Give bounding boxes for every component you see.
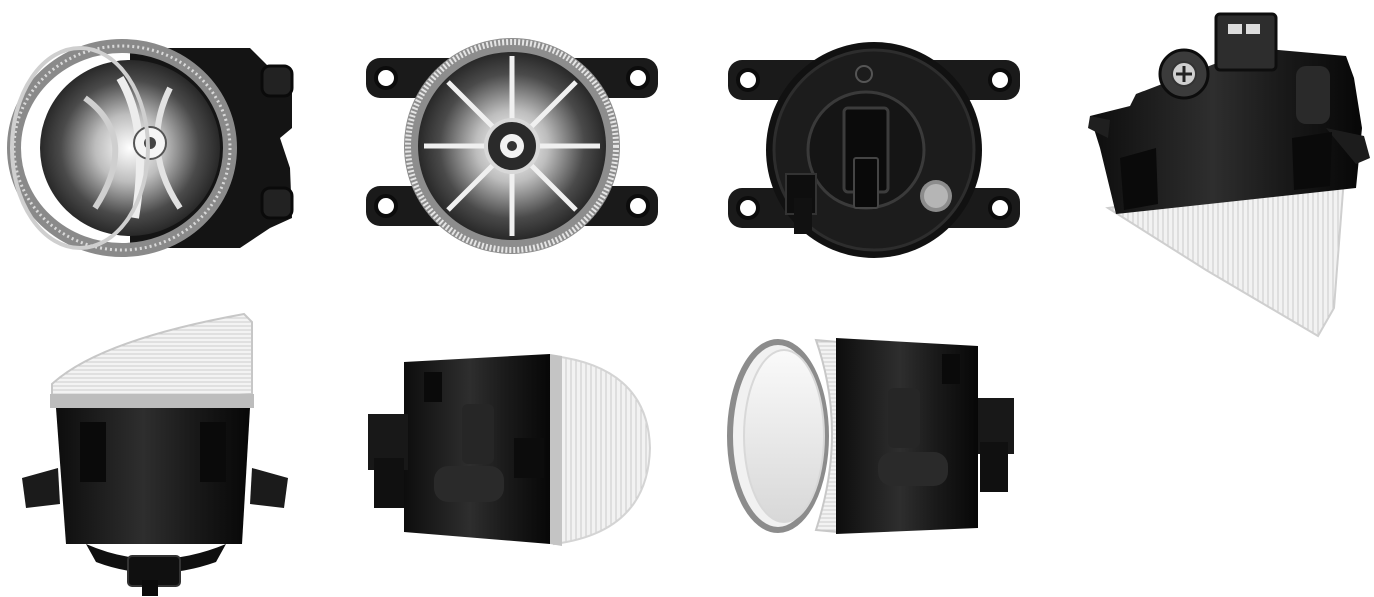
fog-lamp-side-view-lens-right xyxy=(364,348,654,552)
fog-lamp-front-three-quarter-view xyxy=(0,18,300,268)
fog-lamp-side-view-lens-left xyxy=(727,332,1020,540)
fog-lamp-top-isometric-view xyxy=(1086,8,1374,340)
fog-lamp-rear-view xyxy=(726,38,1022,260)
fog-lamp-bottom-view xyxy=(20,312,292,597)
fog-lamp-front-view xyxy=(364,36,660,260)
